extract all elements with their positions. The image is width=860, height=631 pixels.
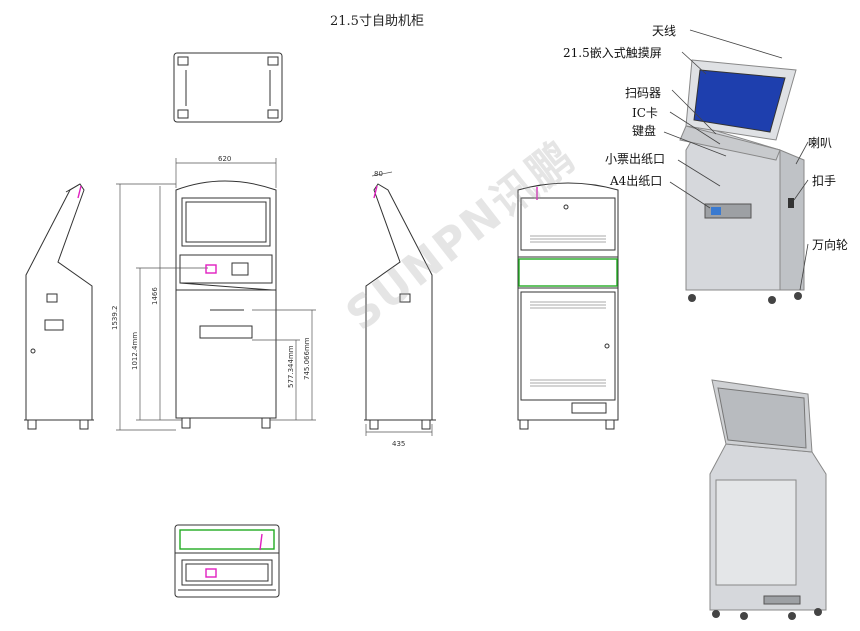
front-dimension-lines xyxy=(116,158,316,431)
front-view-drawing xyxy=(175,180,277,429)
magenta-antenna-bottom xyxy=(259,533,263,551)
dim-width-side: 435 xyxy=(392,440,405,448)
dim-top-tilt: 80 xyxy=(374,170,383,178)
green-highlight-back xyxy=(518,258,618,287)
callout-a4-slot: A4出纸口 xyxy=(610,174,663,188)
dim-height-1012: 1012.4mm xyxy=(131,332,139,370)
magenta-antenna-left xyxy=(77,185,82,199)
callout-handle: 扣手 xyxy=(812,174,837,188)
right-side-view-drawing xyxy=(364,183,436,430)
callout-speaker: 喇叭 xyxy=(808,136,833,150)
magenta-ic-reader-bottom xyxy=(205,568,217,578)
side-dimension-lines xyxy=(365,171,433,436)
callout-antenna: 天线 xyxy=(652,24,677,38)
dim-width-front: 620 xyxy=(218,155,231,163)
callout-scanner: 扫码器 xyxy=(625,86,662,100)
top-view-drawing xyxy=(173,52,283,123)
kiosk-3d-render-open xyxy=(709,379,827,620)
dim-height-total: 1539.2 xyxy=(111,306,119,331)
callout-touchscreen: 21.5嵌入式触摸屏 xyxy=(563,46,662,60)
callout-leaders xyxy=(663,29,809,291)
magenta-antenna-right xyxy=(373,185,378,199)
dim-height-1466: 1466 xyxy=(151,287,159,305)
callout-caster: 万向轮 xyxy=(812,238,849,252)
dim-height-577: 577.344mm xyxy=(287,345,295,388)
back-vent-lines xyxy=(530,235,606,387)
bottom-view-drawing xyxy=(174,524,280,598)
callout-ic-card: IC卡 xyxy=(632,106,658,120)
magenta-ic-reader-front xyxy=(205,264,217,274)
left-side-view-drawing xyxy=(24,183,94,430)
dim-height-745: 745.066mm xyxy=(303,337,311,380)
callout-receipt-slot: 小票出纸口 xyxy=(605,152,666,166)
callout-keyboard: 键盘 xyxy=(632,124,657,138)
green-highlight-bottom xyxy=(179,529,275,550)
back-view-drawing xyxy=(517,182,619,430)
kiosk-3d-render-labeled xyxy=(679,59,805,304)
page-title: 21.5寸自助机柜 xyxy=(330,14,424,29)
